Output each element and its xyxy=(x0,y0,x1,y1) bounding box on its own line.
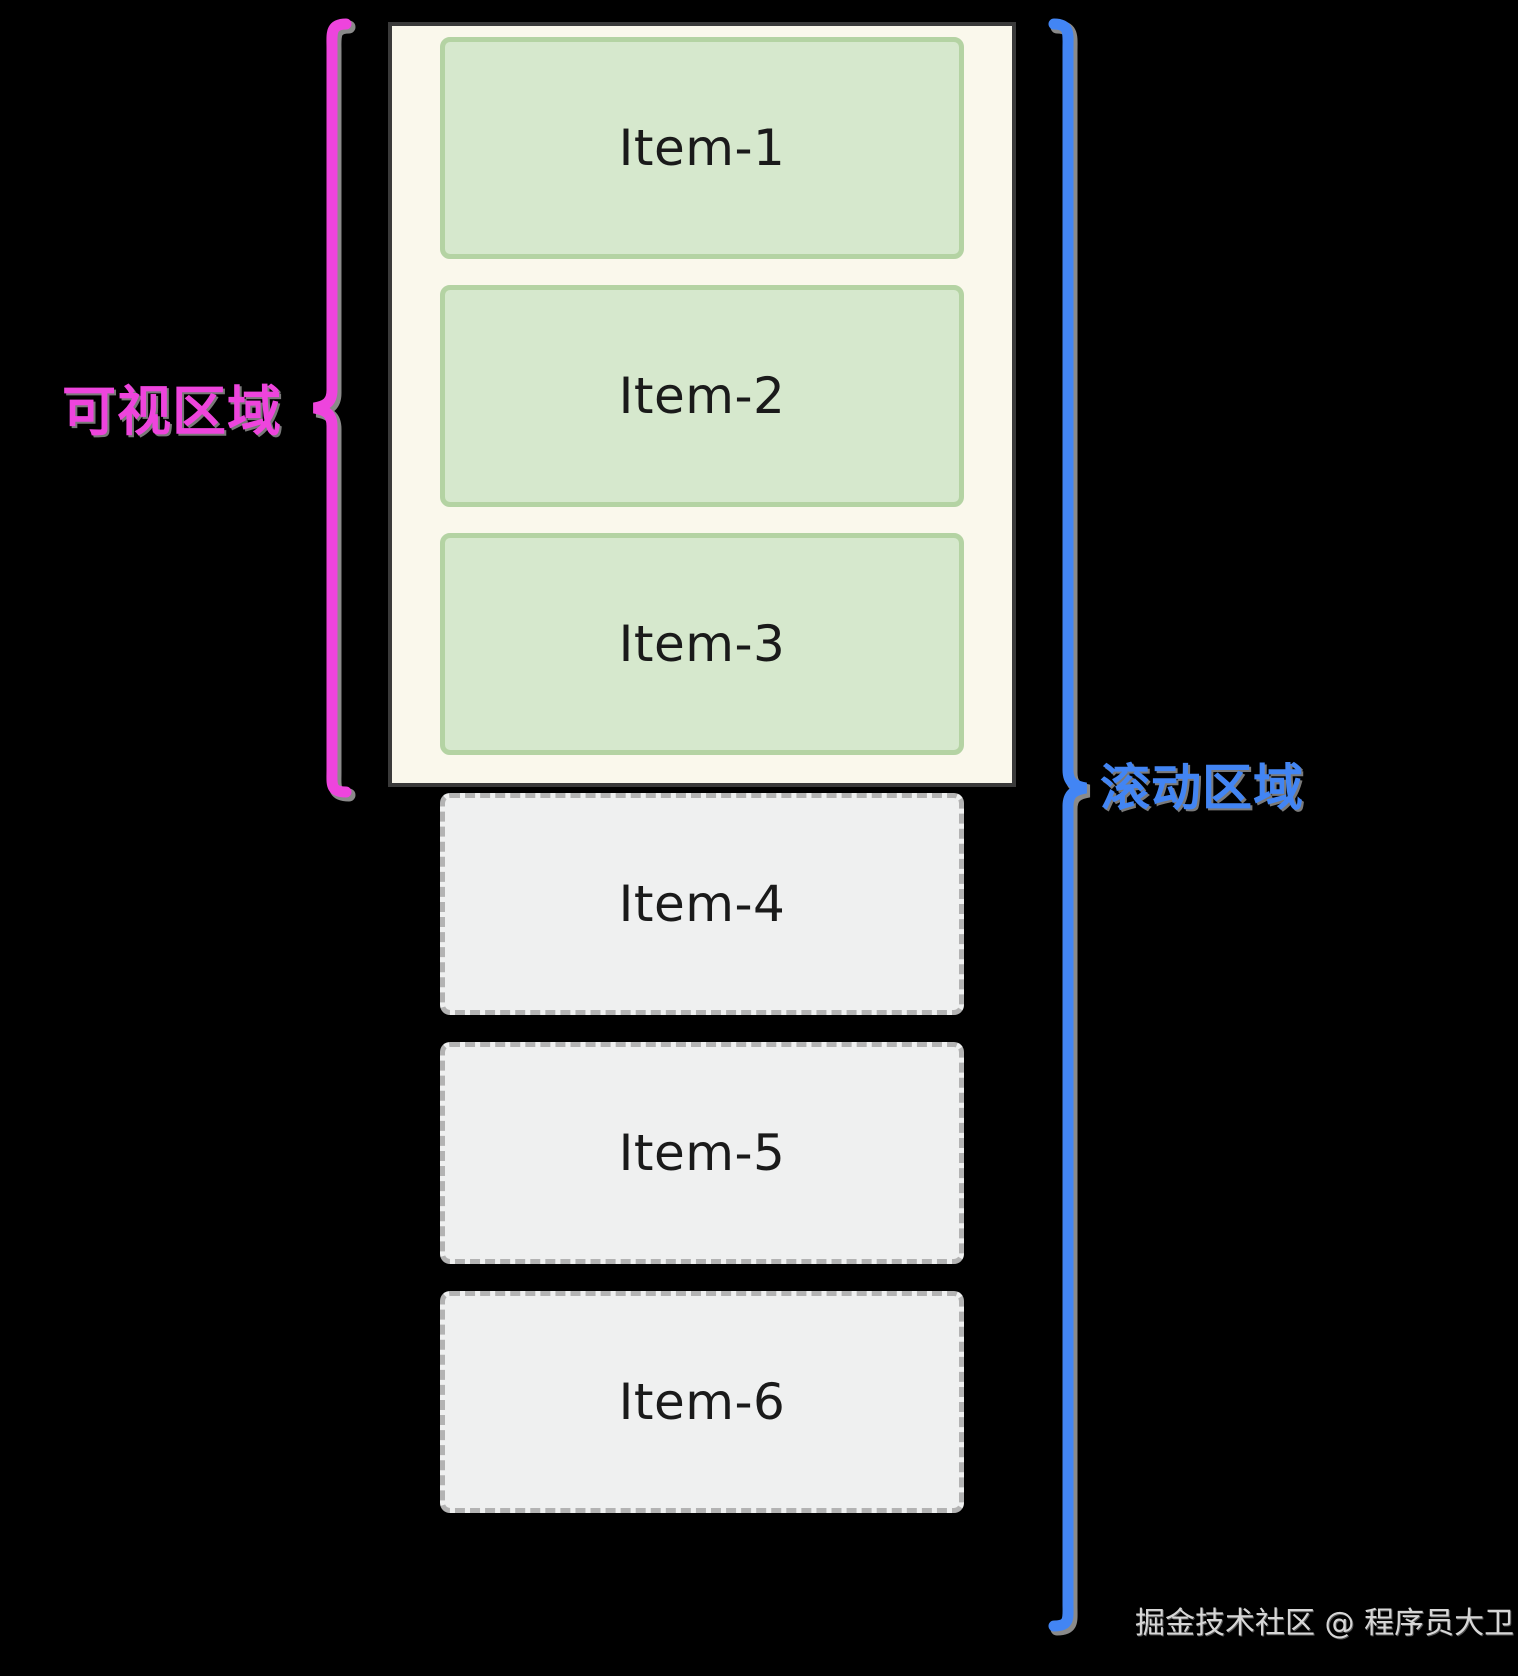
watermark: 掘金技术社区 @ 程序员大卫 xyxy=(1135,1606,1515,1641)
list-item[interactable]: Item-4 xyxy=(440,793,964,1015)
overflow-item-list: Item-4 Item-5 Item-6 xyxy=(388,793,1016,1540)
viewport-bracket xyxy=(312,18,356,802)
scroll-area-label: 滚动区域 xyxy=(1100,759,1304,817)
list-item-label: Item-6 xyxy=(618,1373,786,1431)
viewport-label: 可视区域 xyxy=(62,380,282,443)
list-item[interactable]: Item-1 xyxy=(440,37,964,259)
scroll-area-bracket xyxy=(1048,18,1091,1636)
list-item-label: Item-3 xyxy=(618,615,786,673)
list-item-label: Item-1 xyxy=(618,119,786,177)
list-item-label: Item-5 xyxy=(618,1124,786,1182)
list-item-label: Item-4 xyxy=(618,875,786,933)
viewport-container[interactable]: Item-1 Item-2 Item-3 xyxy=(388,22,1016,787)
viewport-item-list: Item-1 Item-2 Item-3 xyxy=(392,26,1012,781)
list-item-label: Item-2 xyxy=(618,367,786,425)
list-item[interactable]: Item-2 xyxy=(440,285,964,507)
list-item[interactable]: Item-6 xyxy=(440,1291,964,1513)
list-item[interactable]: Item-3 xyxy=(440,533,964,755)
list-item[interactable]: Item-5 xyxy=(440,1042,964,1264)
